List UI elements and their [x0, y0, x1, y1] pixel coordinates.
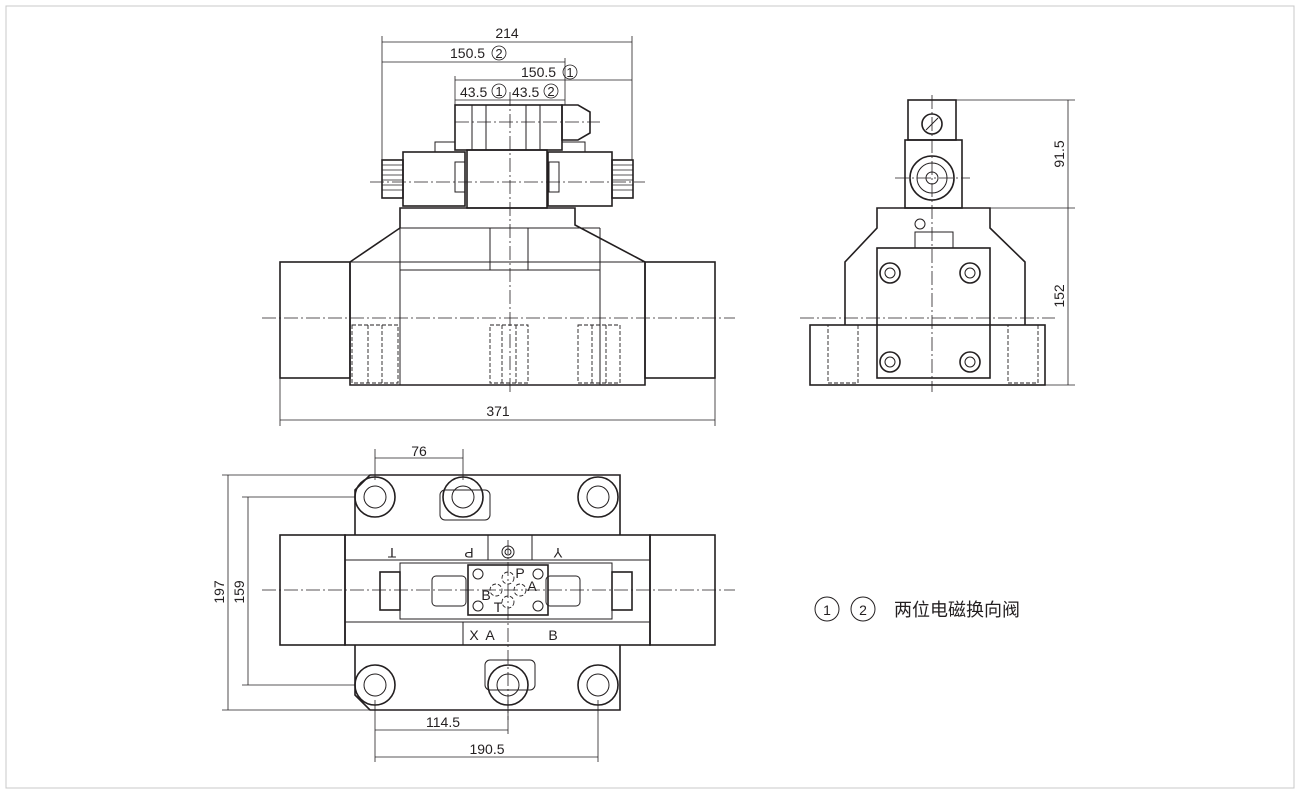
legend-text: 两位电磁换向阀	[894, 600, 1020, 621]
marker-2: 2	[495, 46, 502, 61]
legend-marker-1: 1	[823, 602, 831, 618]
dim-43-5-left: 43.5	[460, 84, 487, 100]
port-label-b: B	[548, 627, 557, 643]
marker-2: 2	[547, 84, 554, 99]
connector	[561, 104, 591, 141]
port-label-t: T	[387, 545, 396, 561]
bottom-view: T P Y X A B P A B T 76 197 159 114.5 190…	[211, 443, 735, 762]
port-label-y: Y	[553, 545, 563, 561]
port-label-a: A	[485, 627, 495, 643]
solenoid-coil-right	[547, 151, 613, 207]
legend-marker-2: 2	[859, 602, 867, 618]
pilot-port-p: P	[515, 565, 524, 581]
marker-1: 1	[495, 84, 502, 99]
dim-91-5: 91.5	[1051, 140, 1067, 167]
side-view: 91.5 152	[800, 95, 1075, 392]
legend: 1 2 两位电磁换向阀	[814, 596, 1020, 622]
frame-border	[5, 5, 1295, 789]
dim-114-5: 114.5	[426, 714, 460, 730]
port-label-p: P	[464, 545, 473, 561]
marker-1: 1	[566, 65, 573, 80]
pilot-port-b: B	[481, 587, 490, 603]
pilot-port-t: T	[494, 599, 503, 615]
dim-197: 197	[211, 580, 227, 604]
dim-76: 76	[411, 443, 427, 459]
dim-43-5-right: 43.5	[512, 84, 539, 100]
dim-150-5-1: 150.5	[521, 64, 556, 80]
dim-371: 371	[486, 403, 510, 419]
front-view: 214 150.5 2 150.5 1 43.5 1 43.5 2 371	[262, 25, 735, 426]
port-label-x: X	[469, 627, 479, 643]
dim-152: 152	[1051, 284, 1067, 308]
solenoid-coil-left	[402, 151, 466, 207]
dim-150-5-2: 150.5	[450, 45, 485, 61]
dim-159: 159	[231, 580, 247, 604]
pilot-port-a: A	[527, 578, 537, 594]
dim-190-5: 190.5	[469, 741, 504, 757]
dim-214: 214	[495, 25, 519, 41]
